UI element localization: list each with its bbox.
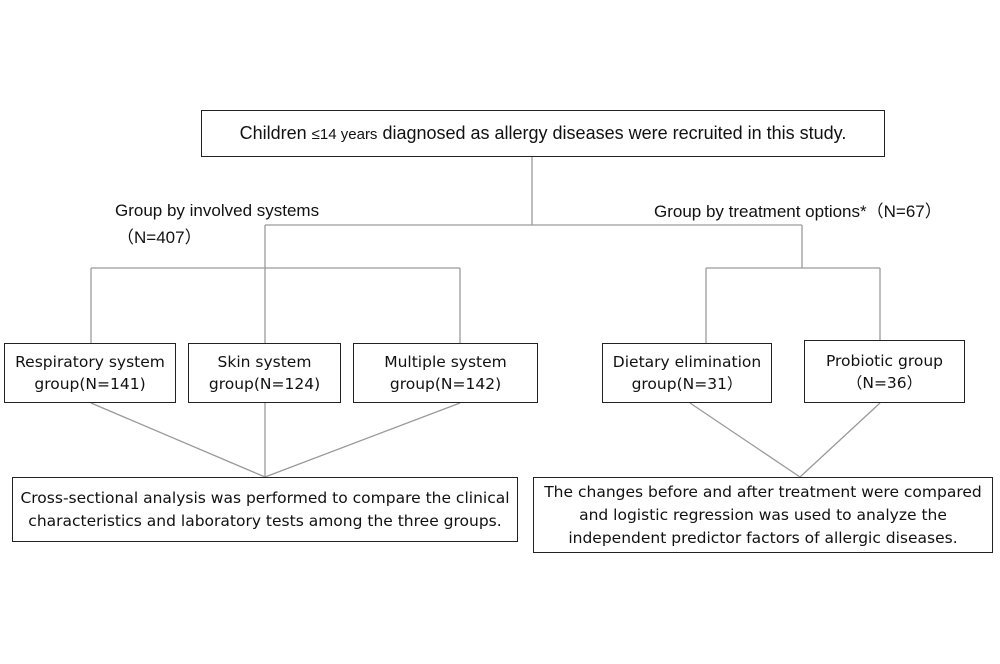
dietary-group-box: Dietary elimination group(N=31）: [602, 343, 772, 403]
respiratory-group-line2: group(N=141): [34, 375, 146, 393]
inclusion-text-a: Children: [239, 123, 312, 143]
inclusion-text-age: ≤14 years: [311, 126, 378, 143]
probiotic-group-line2: （N=36）: [846, 373, 923, 392]
treatment-outcome-line3: independent predictor factors of allergi…: [568, 528, 958, 547]
left-branch-label-line2: （N=407）: [117, 228, 202, 247]
cross-sectional-outcome-box: Cross-sectional analysis was performed t…: [12, 477, 518, 542]
cross-sectional-line2: characteristics and laboratory tests amo…: [28, 511, 502, 530]
multiple-group-line1: Multiple system: [384, 353, 507, 371]
funnel-left-a: [90, 402, 266, 478]
cross-sectional-line1: Cross-sectional analysis was performed t…: [20, 488, 510, 507]
funnel-left-c: [264, 402, 461, 478]
funnel-right-a: [689, 402, 801, 478]
left-branch-label: Group by involved systems （N=407）: [115, 201, 319, 248]
inclusion-box: Children ≤14 years diagnosed as allergy …: [201, 110, 885, 157]
multiple-group-box: Multiple system group(N=142): [353, 343, 538, 403]
respiratory-group-line1: Respiratory system: [15, 353, 165, 371]
inclusion-text-b: diagnosed as allergy diseases were recru…: [377, 123, 847, 143]
dietary-group-line1: Dietary elimination: [612, 353, 762, 371]
skin-group-line2: group(N=124): [208, 375, 321, 393]
skin-group-box: Skin system group(N=124): [188, 343, 341, 403]
treatment-outcome-line2: and logistic regression was used to anal…: [579, 505, 947, 524]
probiotic-group-line1: Probiotic group: [825, 351, 944, 370]
multiple-group-line2: group(N=142): [389, 375, 502, 393]
funnel-right-b: [799, 402, 881, 478]
treatment-outcome-line1: The changes before and after treatment w…: [544, 482, 982, 501]
treatment-outcome-box: The changes before and after treatment w…: [533, 477, 993, 553]
respiratory-group-box: Respiratory system group(N=141): [4, 343, 176, 403]
skin-group-line1: Skin system: [217, 353, 312, 371]
dietary-group-line2: group(N=31）: [631, 375, 743, 393]
right-branch-label: Group by treatment options*（N=67）: [654, 202, 942, 221]
probiotic-group-box: Probiotic group （N=36）: [804, 340, 965, 403]
left-branch-label-line1: Group by involved systems: [115, 201, 320, 220]
